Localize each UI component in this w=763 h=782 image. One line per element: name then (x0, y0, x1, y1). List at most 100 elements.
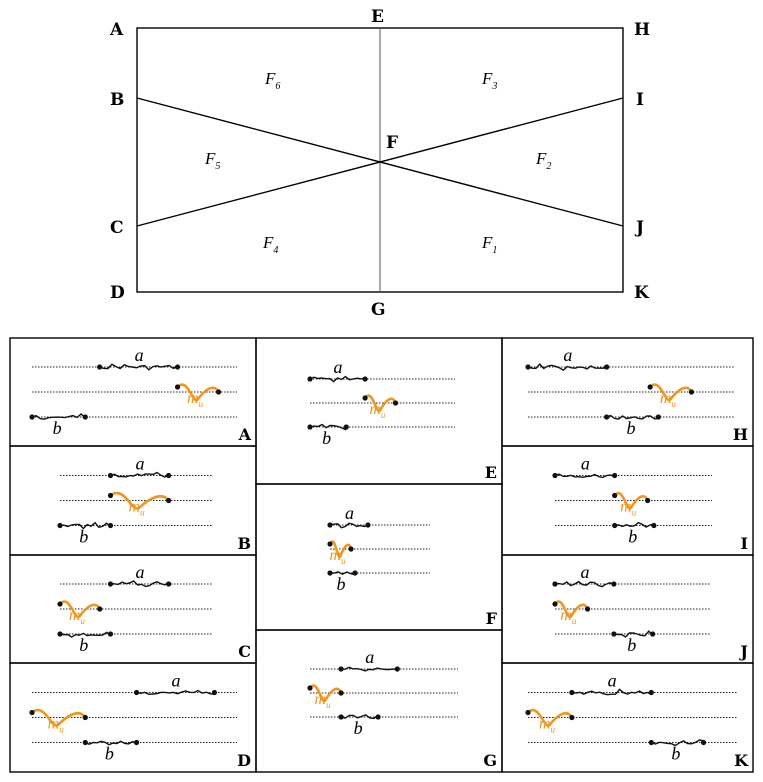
strand-m-u-label: mu (187, 390, 204, 409)
strand-m-u (109, 491, 170, 510)
strand-m-u (526, 708, 574, 727)
diagonal-c-i (136, 97, 624, 227)
strand-a-end-dot (166, 472, 172, 479)
strand-a (554, 580, 615, 588)
strand-a-label: a (581, 454, 590, 474)
panel-label: E (485, 463, 497, 482)
strand-a-start-dot (569, 689, 575, 696)
strand-b-start-dot (338, 714, 344, 720)
strand-b (340, 714, 379, 720)
corner-label-j: J (634, 218, 644, 238)
strand-b-end-dot (375, 714, 381, 720)
strand-a-start-dot (107, 472, 114, 479)
strand-m-start-dot (29, 709, 35, 716)
strand-b (59, 521, 111, 530)
strand-a-label: a (608, 671, 617, 691)
strand-b-label: b (322, 428, 331, 448)
region-f3: F3 (481, 69, 497, 92)
strand-b-label: b (53, 418, 62, 438)
strand-m-start-dot (327, 541, 333, 547)
strand-m-u-label: mu (315, 691, 332, 710)
strand-m-start-dot (174, 384, 181, 390)
panel-label: J (738, 642, 748, 661)
strand-b-end-dot (327, 570, 333, 576)
region-f6: F6 (264, 69, 280, 92)
strand-b-start-dot (648, 739, 654, 746)
strand-a-label: a (365, 647, 374, 667)
strand-a (341, 666, 398, 672)
strand-a (571, 688, 652, 696)
strand-m-end-dot (338, 690, 344, 696)
strand-b (31, 413, 86, 420)
region-f2: F2 (535, 149, 551, 172)
strand-m-start-dot (612, 492, 618, 499)
strand-b (651, 739, 704, 747)
strand-b-label: b (337, 574, 346, 594)
strand-m-start-dot (647, 384, 653, 390)
strand-a-label: a (135, 345, 144, 365)
strand-m-start-dot (57, 601, 63, 607)
panel-frame (255, 629, 503, 773)
strand-a-start-dot (133, 689, 140, 696)
panel-label: G (483, 751, 497, 770)
strand-b (59, 631, 111, 638)
strand-b-end-dot (57, 631, 63, 637)
corner-label-b: B (110, 90, 124, 110)
strand-a-label: a (563, 345, 572, 365)
strand-m-start-dot (307, 685, 313, 691)
strand-m-u (30, 708, 87, 727)
strand-m-u (328, 540, 353, 559)
panel-label: D (237, 751, 251, 770)
strand-a-end-dot (327, 522, 333, 528)
strand-m-u-label: mu (48, 716, 65, 735)
corner-label-e: E (371, 7, 384, 27)
panel-label: I (741, 534, 748, 553)
strand-m-u-label: mu (129, 499, 146, 518)
strand-m-end-dot (569, 714, 575, 721)
region-diagram: A B C D E F G H I J K F6 F3 F5 F2 F4 F1 (109, 7, 650, 320)
corner-label-a: A (109, 20, 124, 40)
strand-a (110, 580, 169, 588)
strand-a (110, 471, 169, 478)
strand-a-end-dot (166, 581, 172, 587)
strand-m-end-dot (215, 389, 222, 395)
strand-m-end-dot (97, 606, 103, 612)
strand-m-u-label: mu (330, 547, 347, 566)
strand-a-end-dot (307, 376, 313, 382)
strand-b-end-dot (82, 414, 88, 420)
strand-b-label: b (79, 527, 88, 547)
strand-b (614, 521, 655, 528)
strand-a-end-dot (552, 581, 558, 587)
strand-m-end-dot (348, 546, 354, 552)
strand-a (136, 689, 215, 696)
strand-a-end-dot (648, 689, 654, 696)
panel-label: A (238, 425, 252, 444)
strand-a-end-dot (525, 364, 531, 370)
strand-b-end-dot (29, 414, 35, 420)
strand-m-u (308, 684, 343, 703)
panel-label: K (734, 751, 749, 770)
strand-m-u (58, 600, 102, 619)
corner-label-g: G (371, 300, 386, 320)
strand-b-end-dot (655, 414, 662, 420)
strand-m-u-label: mu (539, 716, 556, 735)
strand-b (606, 414, 659, 420)
corner-label-d: D (110, 283, 125, 303)
strand-b-start-dot (604, 414, 610, 420)
strand-m-u (553, 600, 589, 619)
strand-m-u (648, 383, 693, 402)
strand-b-start-dot (82, 739, 88, 746)
strand-a-end-dot (611, 581, 617, 587)
strand-b-label: b (105, 744, 114, 764)
corner-label-h: H (634, 20, 650, 40)
strand-a-end-dot (365, 522, 371, 528)
region-f5: F5 (204, 149, 220, 172)
